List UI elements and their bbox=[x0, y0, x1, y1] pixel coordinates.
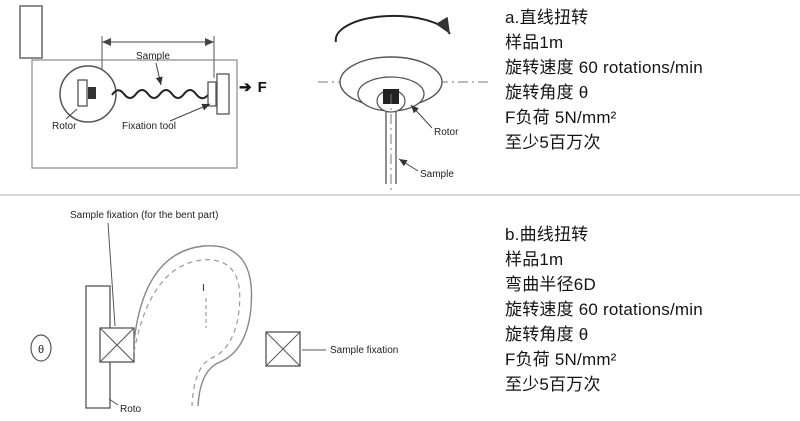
right-fixation-cross-2 bbox=[265, 331, 301, 367]
section-divider bbox=[0, 194, 800, 196]
dimension-arrow-right bbox=[205, 38, 214, 46]
curved-torsion-diagram: Sample fixation (for the bent part) θ I … bbox=[30, 210, 398, 415]
rotor-leader-line bbox=[65, 108, 78, 120]
spec-line: 旋转角度 θ bbox=[505, 83, 589, 102]
length-mark-label: I bbox=[202, 283, 205, 294]
spec-line: 至少5百万次 bbox=[505, 375, 601, 394]
dimension-arrow-left bbox=[102, 38, 111, 46]
spec-line: F负荷 5N/mm² bbox=[505, 350, 617, 369]
rotor-label: Rotor bbox=[434, 127, 459, 138]
force-label: F bbox=[257, 78, 267, 96]
sample-leader-arrow bbox=[155, 62, 163, 86]
machine-frame bbox=[31, 59, 238, 169]
spec-line: 样品1m bbox=[505, 250, 564, 269]
spec-line: 样品1m bbox=[505, 33, 564, 52]
rotor-label: Rotor bbox=[52, 121, 77, 132]
spec-line: 旋转角度 θ bbox=[505, 325, 589, 344]
spec-line: 弯曲半径6D bbox=[505, 275, 596, 294]
bent-sample-dashed-curve bbox=[133, 259, 241, 407]
rotor-label: Roto bbox=[120, 404, 142, 415]
sample-label: Sample bbox=[420, 169, 454, 180]
fixation-tool-label: Fixation tool bbox=[122, 121, 176, 132]
spec-title-b: b.曲线扭转 bbox=[505, 225, 589, 244]
force-callout: ➔ F bbox=[239, 78, 267, 97]
bent-fixation-label: Sample fixation (for the bent part) bbox=[70, 210, 218, 221]
sample-label: Sample bbox=[136, 51, 170, 62]
straight-torsion-specs: a.直线扭转 样品1m 旋转速度 60 rotations/min 旋转角度 θ… bbox=[505, 5, 795, 155]
rotor-leader-arrow bbox=[410, 104, 433, 129]
rotor-axial-view-diagram: Rotor Sample bbox=[318, 14, 488, 190]
sample-leader-arrow bbox=[398, 158, 419, 172]
spec-title-a: a.直线扭转 bbox=[505, 8, 589, 27]
fixation-plate-outer bbox=[216, 73, 230, 115]
machine-post bbox=[19, 5, 43, 59]
spec-line: 至少5百万次 bbox=[505, 133, 601, 152]
right-arrow-icon: ➔ bbox=[239, 79, 252, 96]
spec-line: 旋转速度 60 rotations/min bbox=[505, 300, 703, 319]
fixation-tool-leader-arrow bbox=[169, 103, 211, 122]
sample-fixation-label: Sample fixation bbox=[330, 345, 398, 356]
rotation-axis-symbol bbox=[30, 334, 52, 362]
rotor-leader-line bbox=[108, 398, 119, 406]
fixation-plate-inner bbox=[207, 81, 217, 107]
curved-torsion-specs: b.曲线扭转 样品1m 弯曲半径6D 旋转速度 60 rotations/min… bbox=[505, 222, 795, 397]
bent-sample-solid-curve bbox=[133, 245, 253, 407]
bent-fixation-leader-line bbox=[107, 222, 116, 327]
rotor-chuck bbox=[77, 79, 88, 107]
left-fixation-cross-2 bbox=[99, 327, 135, 363]
sample-wave-line bbox=[111, 89, 209, 100]
rotor-clamp-block bbox=[88, 87, 96, 99]
spec-line: 旋转速度 60 rotations/min bbox=[505, 58, 703, 77]
theta-symbol: θ bbox=[38, 344, 44, 356]
spec-line: F负荷 5N/mm² bbox=[505, 108, 617, 127]
rotation-arrow-arc bbox=[334, 14, 451, 43]
straight-torsion-machine-diagram: Sample Rotor Fixation tool bbox=[19, 5, 238, 169]
